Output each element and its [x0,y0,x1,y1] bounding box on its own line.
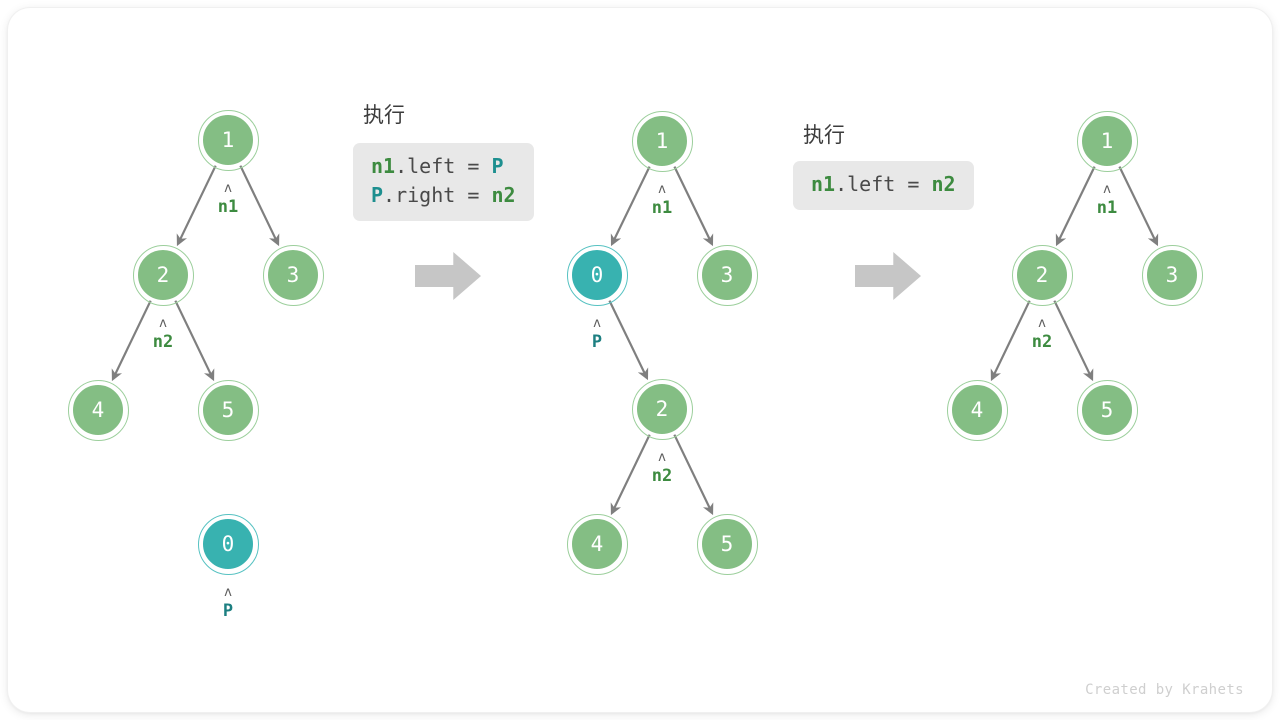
tree-edge [990,300,1031,382]
tree-edge [610,166,651,247]
code-variable: P [491,154,504,178]
node-value: 0 [221,532,235,556]
tree-edge [608,300,649,381]
tree-edge [1055,166,1096,247]
tree-node: 1 [197,109,259,171]
tree-node: 3 [1141,244,1203,306]
code-variable: n1 [811,172,836,196]
code-variable: n2 [931,172,956,196]
step-title-2: 执行 [363,103,405,127]
arrow-1 [415,252,481,300]
tree-node: 2 [631,378,693,440]
tree-node: 4 [946,379,1008,441]
node-value: 4 [970,398,984,422]
tree-node: 3 [262,244,324,306]
arrow-2 [855,252,921,300]
tree-edge [239,165,280,247]
node-value: 4 [590,532,604,556]
code-token: .right [383,183,468,207]
tree-edge [111,300,152,382]
tree-node: 4 [566,513,628,575]
node-value: 3 [720,263,734,287]
code-variable: n2 [491,183,516,207]
code-line: n1.left = P [371,152,516,181]
node-value: 3 [1165,263,1179,287]
credit-text: Created by Krahets [1085,682,1244,698]
node-value: 5 [1100,398,1114,422]
code-token: = [467,183,492,207]
tree-node: 4 [67,379,129,441]
node-value: 0 [590,263,604,287]
code-line: n1.left = n2 [811,170,956,199]
tree-edge [176,165,217,247]
node-value: 5 [221,398,235,422]
node-value: 1 [1100,129,1114,153]
tree-edge [673,434,714,516]
node-value: 2 [1035,263,1049,287]
tree-edge [673,166,714,247]
node-value: 2 [156,263,170,287]
transition-arrows [415,252,921,300]
code-variable: P [371,183,384,207]
tree-node: 5 [1076,379,1138,441]
tree-node: 0 [197,513,259,575]
tree-edges [111,165,1159,516]
tree-node: 1 [1076,110,1138,172]
code-token: .left [395,154,468,178]
code-variable: n1 [371,154,396,178]
tree-node: 0 [566,244,628,306]
code-token: = [907,172,932,196]
node-value: 1 [221,128,235,152]
node-value: 3 [286,263,300,287]
tree-node: 5 [696,513,758,575]
tree-node: 2 [1011,244,1073,306]
tree-edge [610,434,651,516]
code-line: P.right = n2 [371,181,516,210]
tree-node: 5 [197,379,259,441]
node-value: 1 [655,129,669,153]
node-value: 4 [91,398,105,422]
tree-node: 2 [132,244,194,306]
code-token: .left [835,172,908,196]
step-title-3: 执行 [803,123,845,147]
code-block-3: n1.left = n2 [793,161,974,210]
node-value: 2 [655,397,669,421]
code-token: = [467,154,492,178]
tree-node: 3 [696,244,758,306]
tree-node: 1 [631,110,693,172]
node-value: 5 [720,532,734,556]
tree-edge [1053,300,1094,382]
tree-edge [174,300,215,382]
tree-edge [1118,166,1159,247]
